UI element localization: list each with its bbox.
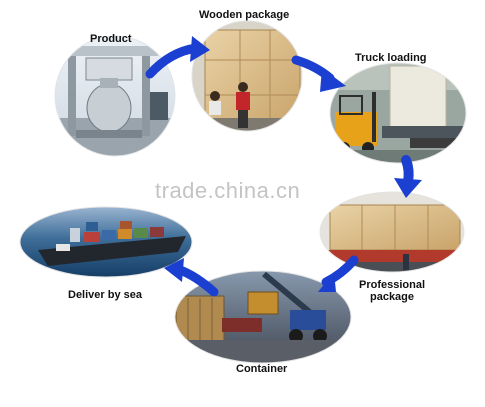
truck-circle-border (329, 62, 467, 164)
crate-on-trailer-photo (320, 192, 464, 272)
arrow-truck-to-package (394, 155, 422, 198)
container-ship-photo (20, 207, 192, 277)
label-truck-loading: Truck loading (355, 52, 427, 64)
label-product: Product (90, 33, 132, 45)
label-wooden-package: Wooden package (199, 9, 290, 21)
label-container: Container (236, 363, 288, 375)
forklift-truck-photo (330, 63, 466, 163)
watermark-text: trade.china.cn (155, 178, 301, 203)
arrow-package-to-container (318, 255, 359, 292)
label-professional-package: Professional package (352, 279, 432, 303)
label-professional-line2: package (369, 291, 415, 303)
professional-circle-border (319, 191, 465, 273)
wooden-circle-border (191, 20, 303, 132)
arrow-product-to-wooden (145, 36, 210, 79)
arrow-wooden-to-truck (291, 55, 346, 92)
crate-workers-photo (192, 21, 302, 131)
mixing-machine-photo (55, 36, 175, 156)
container-circle-border (174, 270, 352, 364)
label-deliver-by-sea: Deliver by sea (68, 289, 142, 301)
sea-circle-border (19, 206, 193, 278)
label-professional-line1: Professional (358, 279, 426, 291)
product-circle-border (54, 35, 176, 157)
arrow-container-to-sea (164, 258, 219, 297)
